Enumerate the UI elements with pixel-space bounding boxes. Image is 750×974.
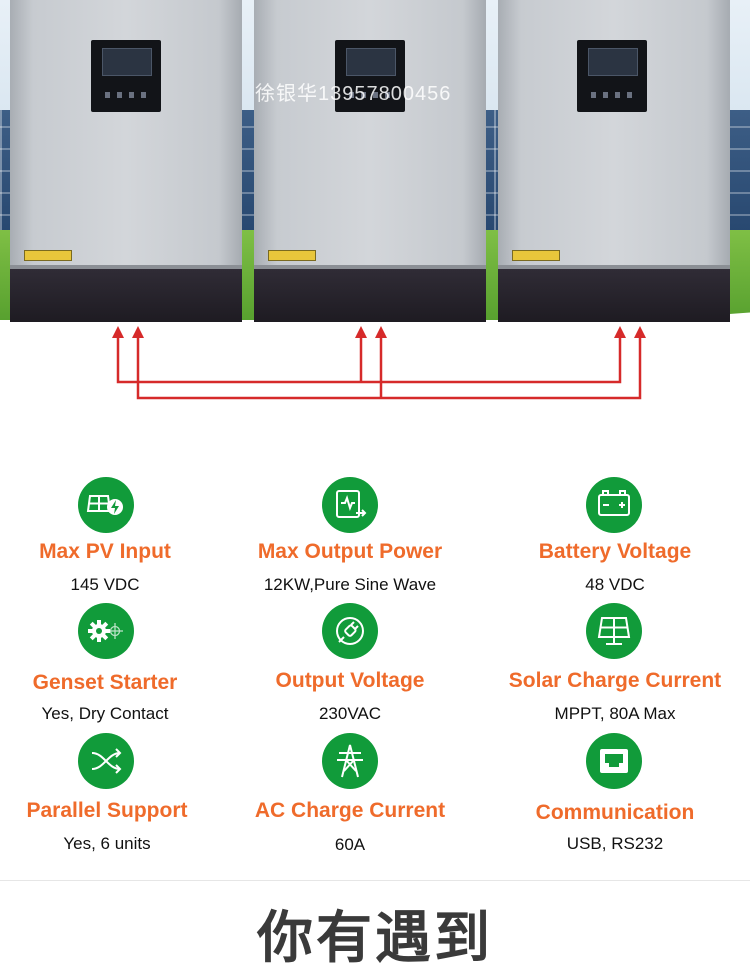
parallel-arrows-icon: [78, 733, 134, 789]
watermark-text: 徐银华13957800456: [255, 83, 452, 105]
port-icon: [586, 733, 642, 789]
caution-label: [24, 250, 72, 261]
power-output-icon: [322, 477, 378, 533]
feature-value: Yes, 6 units: [63, 834, 151, 853]
feature-title: AC Charge Current: [254, 799, 446, 822]
feature-value: 60A: [334, 835, 366, 854]
feature-title: Parallel Support: [26, 799, 188, 822]
inverter-display: [577, 40, 647, 112]
parallel-wiring-diagram: [112, 326, 646, 400]
feature-value: USB, RS232: [566, 834, 664, 853]
feature-title: Max PV Input: [39, 540, 171, 563]
feature-value: Yes, Dry Contact: [41, 704, 169, 723]
gear-icon: [78, 603, 134, 659]
product-hero-image: 徐银华13957800456: [0, 0, 750, 420]
battery-icon: [586, 477, 642, 533]
feature-title: Max Output Power: [257, 540, 443, 563]
inverter-display: [91, 40, 161, 112]
solar-panel-bolt-icon: [78, 477, 134, 533]
inverter-display: [335, 40, 405, 112]
feature-value: 145 VDC: [70, 575, 140, 594]
feature-value: MPPT, 80A Max: [554, 704, 676, 723]
feature-value: 230VAC: [318, 704, 382, 723]
feature-value: 12KW,Pure Sine Wave: [263, 575, 437, 594]
inverter-unit-1: [10, 0, 242, 322]
feature-title: Battery Voltage: [538, 540, 692, 563]
inverter-unit-3: [498, 0, 730, 322]
transmission-tower-icon: [322, 733, 378, 789]
feature-title: Solar Charge Current: [508, 669, 722, 692]
solar-panel-icon: [586, 603, 642, 659]
caution-label: [512, 250, 560, 261]
feature-title: Output Voltage: [275, 669, 425, 692]
inverter-unit-2: [254, 0, 486, 322]
section-divider: [0, 880, 750, 881]
caution-label: [268, 250, 316, 261]
feature-value: 48 VDC: [585, 575, 645, 594]
plug-icon: [322, 603, 378, 659]
feature-title: Communication: [535, 801, 695, 824]
footer-heading: 你有遇到: [257, 906, 493, 969]
feature-title: Genset Starter: [32, 671, 178, 694]
